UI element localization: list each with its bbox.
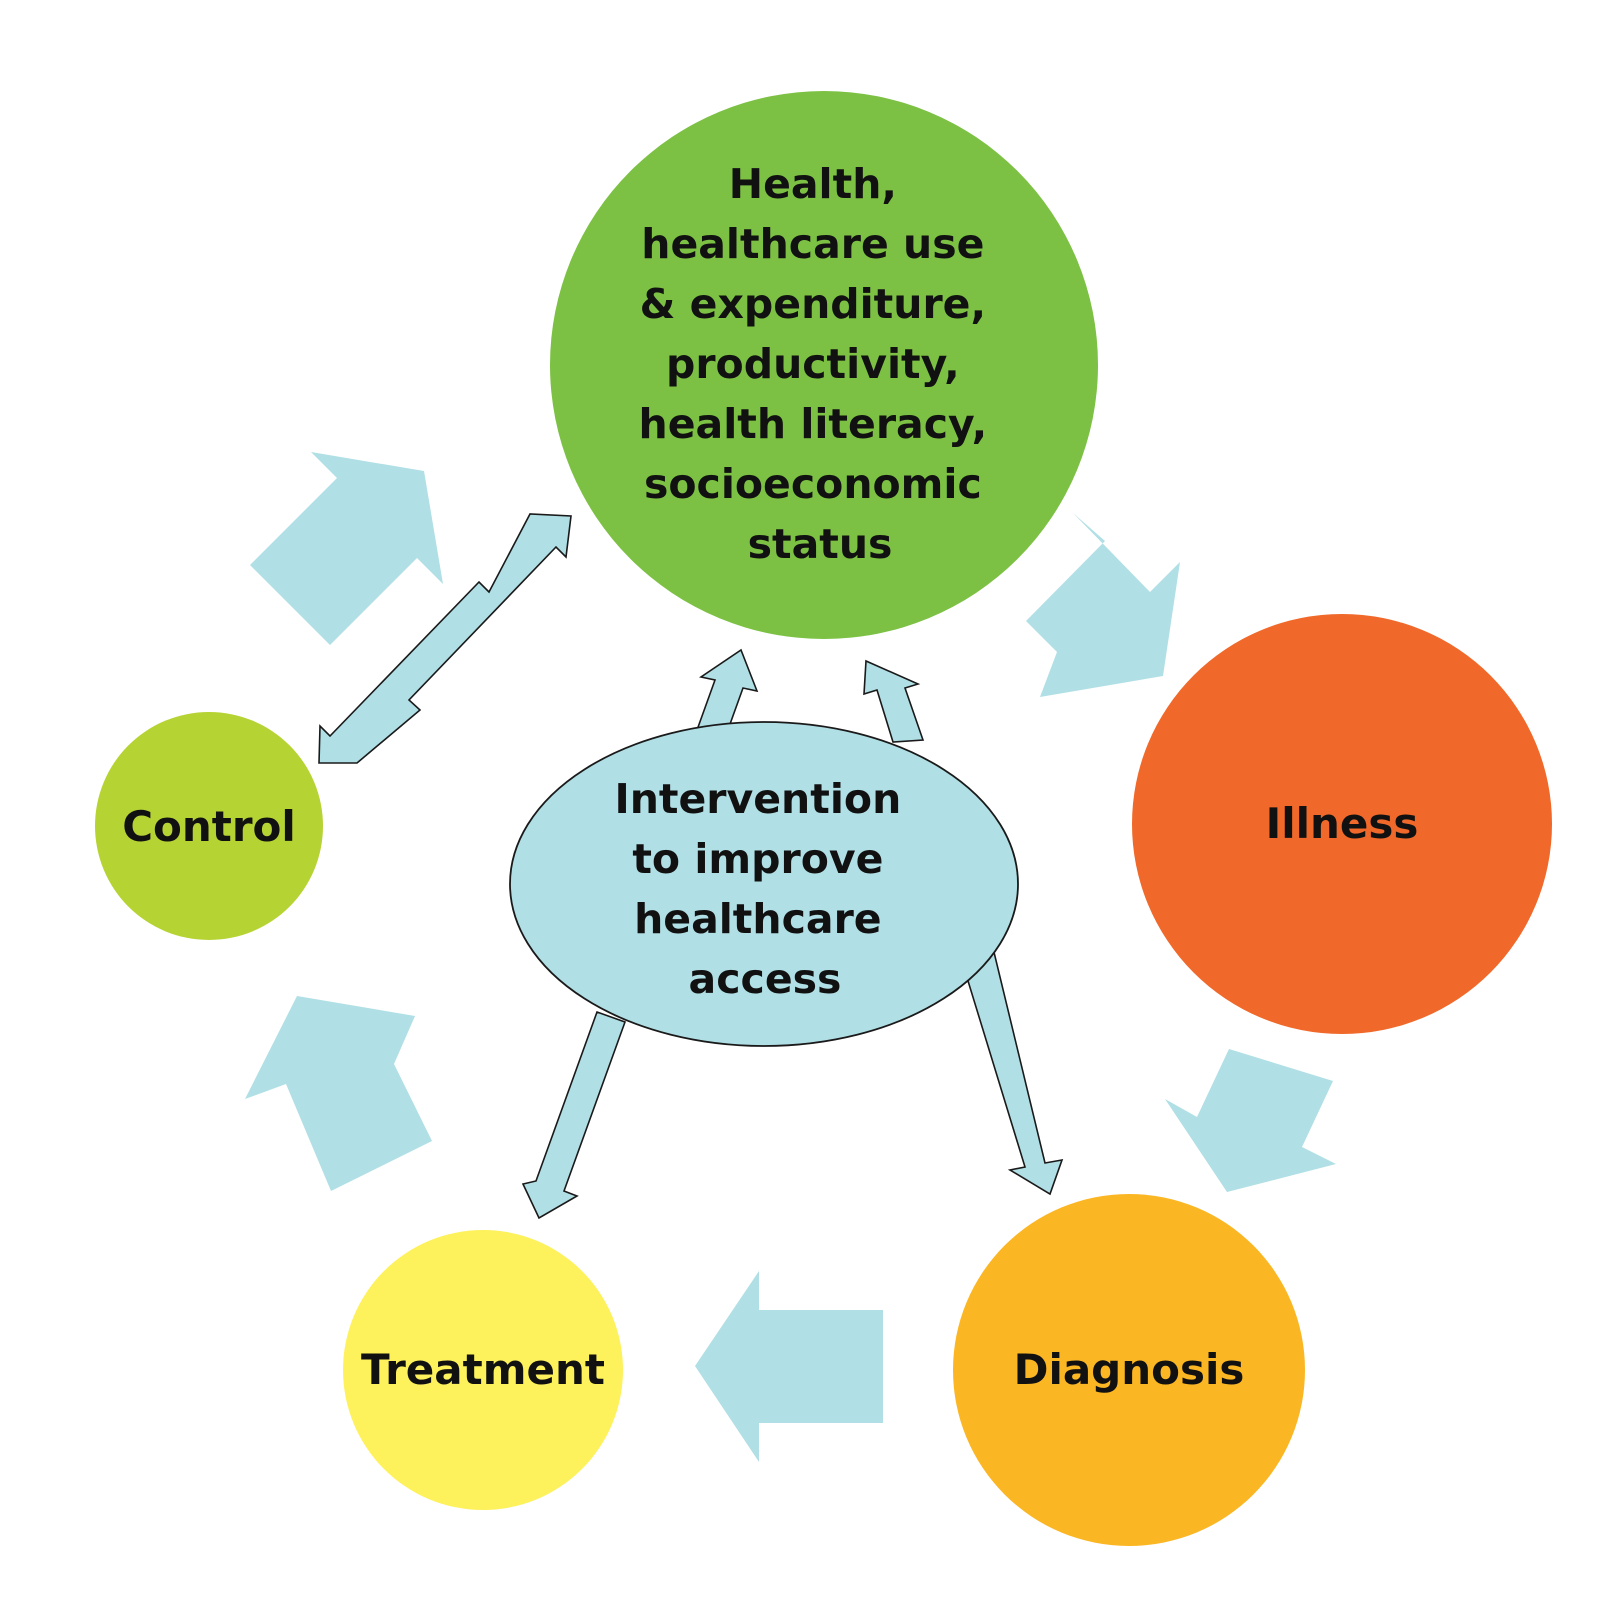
outcomes-line-1: Health, xyxy=(729,160,897,208)
outcomes-line-5: health literacy, xyxy=(639,400,988,448)
illness-label: Illness xyxy=(1266,799,1419,848)
cycle-arrow-illness-to-diagnosis xyxy=(1165,1049,1336,1192)
arrow-intervention-to-outcomes-right xyxy=(863,659,925,743)
outcomes-line-3: & expenditure, xyxy=(640,280,986,328)
intervention-line-4: access xyxy=(689,955,842,1003)
outcomes-line-7: status xyxy=(748,520,893,568)
intervention-label: Intervention to improve healthcare acces… xyxy=(614,775,915,1003)
outcomes-circle xyxy=(550,91,1098,639)
arrow-intervention-to-treatment xyxy=(521,1010,627,1220)
intervention-line-2: to improve xyxy=(632,835,883,883)
diagnosis-label: Diagnosis xyxy=(1014,1345,1245,1394)
treatment-circle xyxy=(343,1230,623,1510)
outcomes-line-2: healthcare use xyxy=(641,220,984,268)
treatment-label: Treatment xyxy=(361,1345,605,1394)
intervention-line-3: healthcare xyxy=(634,895,882,943)
cycle-arrow-treatment-to-control xyxy=(245,996,432,1191)
illness-circle xyxy=(1132,614,1552,1034)
arrow-intervention-to-diagnosis xyxy=(960,946,1064,1196)
outcomes-label: Health, healthcare use & expenditure, pr… xyxy=(639,160,1002,568)
outcomes-line-6: socioeconomic xyxy=(644,460,982,508)
control-label: Control xyxy=(122,802,296,851)
intervention-line-1: Intervention xyxy=(614,775,901,823)
outcomes-line-4: productivity, xyxy=(666,340,960,388)
cycle-arrow-diagnosis-to-treatment xyxy=(695,1271,883,1462)
intervention-ellipse xyxy=(509,721,1019,1047)
diagnosis-circle xyxy=(953,1194,1305,1546)
cycle-arrow-control-to-outcomes xyxy=(250,452,443,645)
cycle-arrow-outcomes-to-illness xyxy=(1026,513,1180,697)
control-circle xyxy=(95,712,323,940)
double-arrow-control-outcomes xyxy=(318,513,572,764)
